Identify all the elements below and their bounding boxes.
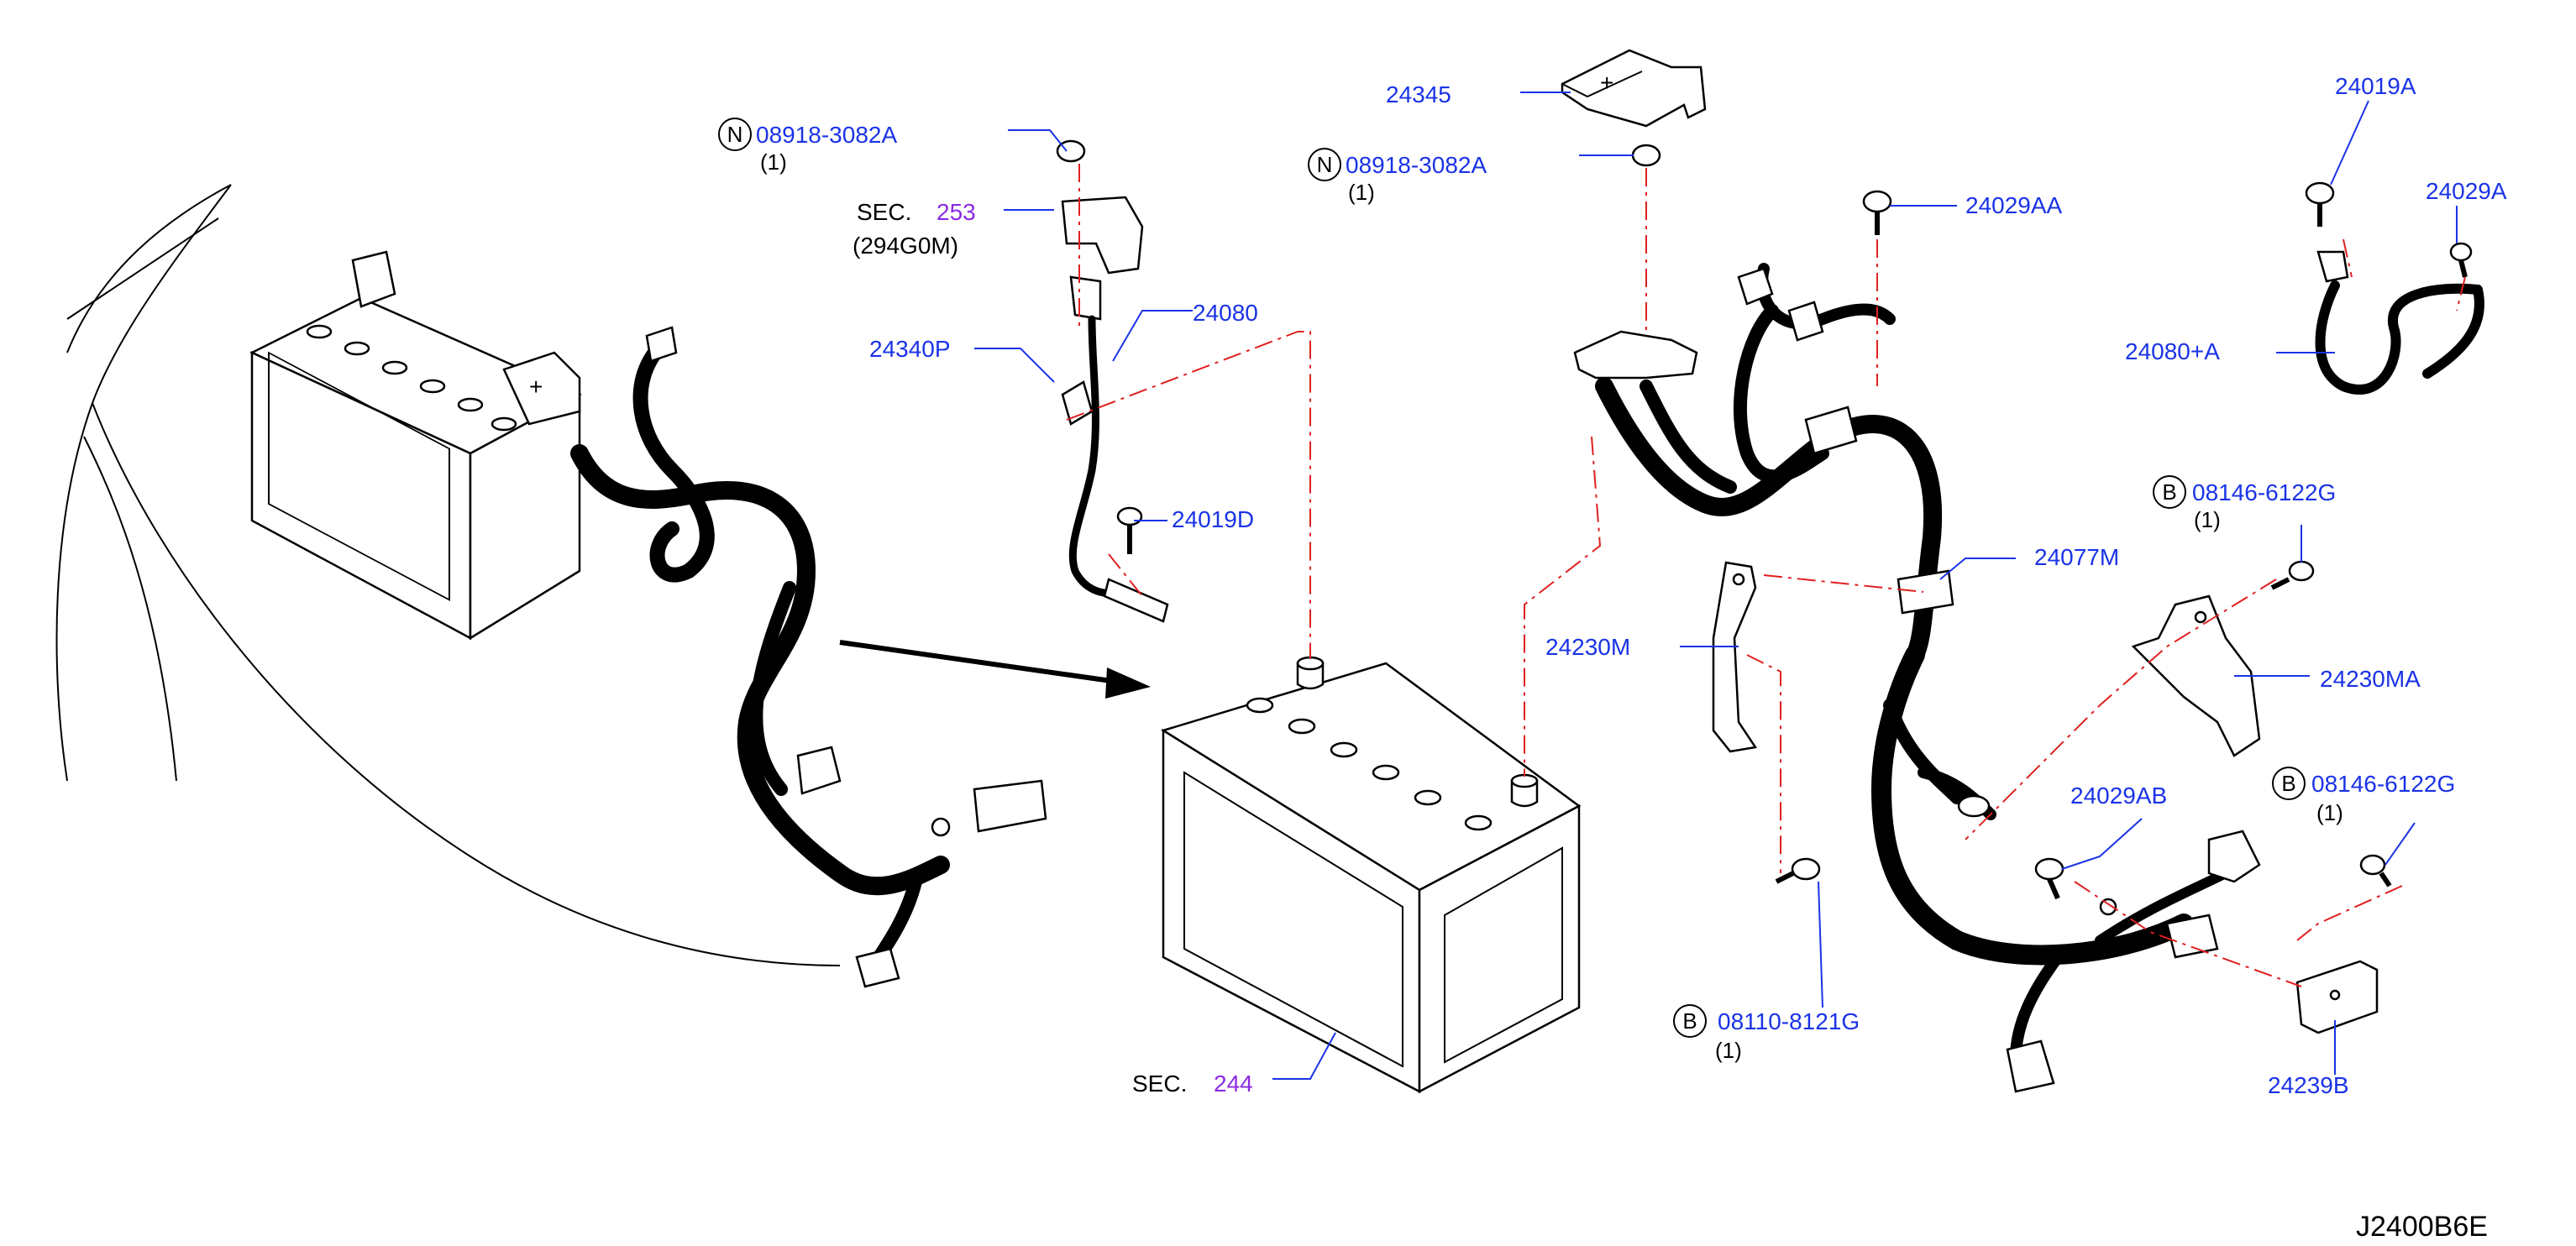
quantity: (1)	[1348, 180, 1375, 205]
part-number-24230MA[interactable]: 24230MA	[2320, 666, 2421, 692]
nut-prefix: N	[1317, 152, 1333, 177]
vehicle-body-outline	[55, 184, 841, 966]
part-number-24340P[interactable]: 24340P	[869, 336, 951, 362]
callout-bolt-b-lower: B 08110-8121G (1)	[1673, 1004, 1860, 1063]
bolt-prefix: B	[1682, 1008, 1697, 1034]
sec-label: SEC.	[1132, 1071, 1187, 1097]
bracket-24239B	[2295, 960, 2379, 1034]
callout-bolt-b-upper: B 08146-6122G (1)	[2153, 475, 2336, 532]
bolt-prefix: B	[2281, 771, 2295, 796]
part-number-24345[interactable]: 24345	[1386, 81, 1451, 107]
nut-prefix: N	[727, 122, 743, 147]
callout-sec-244: SEC. 244	[1132, 1071, 1253, 1097]
part-number-24019A[interactable]: 24019A	[2335, 73, 2416, 99]
quantity: (1)	[2194, 507, 2221, 532]
assembly-lines	[1066, 164, 2466, 987]
bolts	[1775, 181, 2473, 900]
sec-number[interactable]: 244	[1214, 1071, 1253, 1097]
drawing-code: J2400B6E	[2356, 1211, 2488, 1243]
part-number-24019D[interactable]: 24019D	[1172, 506, 1254, 532]
cable-24080A	[2315, 250, 2484, 395]
quantity: (1)	[760, 149, 787, 175]
quantity: (1)	[2316, 800, 2343, 825]
direction-arrow	[839, 640, 1151, 699]
callout-nut-top-left: N 08918-3082A (1)	[718, 118, 897, 175]
bracket-24230MA	[2131, 594, 2261, 757]
bracket-24230M	[1712, 561, 1758, 753]
main-harness-24077M	[1573, 263, 2261, 1093]
terminal-cap-24345: +	[1561, 49, 1707, 167]
part-number-08918-3082A[interactable]: 08918-3082A	[1346, 152, 1487, 178]
part-number-24077M[interactable]: 24077M	[2034, 544, 2119, 570]
sec-number[interactable]: 253	[936, 199, 976, 225]
part-number-24029AA[interactable]: 24029AA	[1965, 192, 2063, 218]
sec-label: SEC.	[857, 199, 911, 225]
part-number-08146-6122G[interactable]: 08146-6122G	[2311, 771, 2455, 797]
part-number-08918-3082A[interactable]: 08918-3082A	[756, 122, 897, 148]
callout-sec-253: SEC. 253 (294G0M)	[853, 199, 976, 259]
sec-sub: (294G0M)	[853, 233, 958, 259]
part-number-24029A[interactable]: 24029A	[2426, 178, 2507, 204]
part-number-24230M[interactable]: 24230M	[1545, 634, 1630, 660]
part-number-24080A[interactable]: 24080+A	[2125, 338, 2220, 364]
negative-cable-24080	[1056, 139, 1169, 623]
part-number-24029AB[interactable]: 24029AB	[2070, 783, 2167, 809]
part-number-08110-8121G[interactable]: 08110-8121G	[1718, 1008, 1860, 1034]
plus-symbol: +	[529, 374, 543, 400]
part-number-24239B[interactable]: 24239B	[2268, 1072, 2349, 1098]
part-number-24080[interactable]: 24080	[1193, 300, 1258, 326]
svg-text:+: +	[1600, 70, 1613, 96]
callout-bolt-b-right: B 08146-6122G (1)	[2272, 767, 2455, 825]
bolt-prefix: B	[2162, 479, 2176, 505]
quantity: (1)	[1715, 1038, 1742, 1063]
callout-nut-center: N 08918-3082A (1)	[1308, 148, 1487, 205]
battery-assembly-overview: +	[249, 250, 582, 641]
battery-244	[1160, 656, 1582, 1094]
harness-overview	[570, 326, 1047, 988]
leader-lines	[974, 92, 2458, 1080]
part-number-08146-6122G[interactable]: 08146-6122G	[2192, 479, 2336, 505]
